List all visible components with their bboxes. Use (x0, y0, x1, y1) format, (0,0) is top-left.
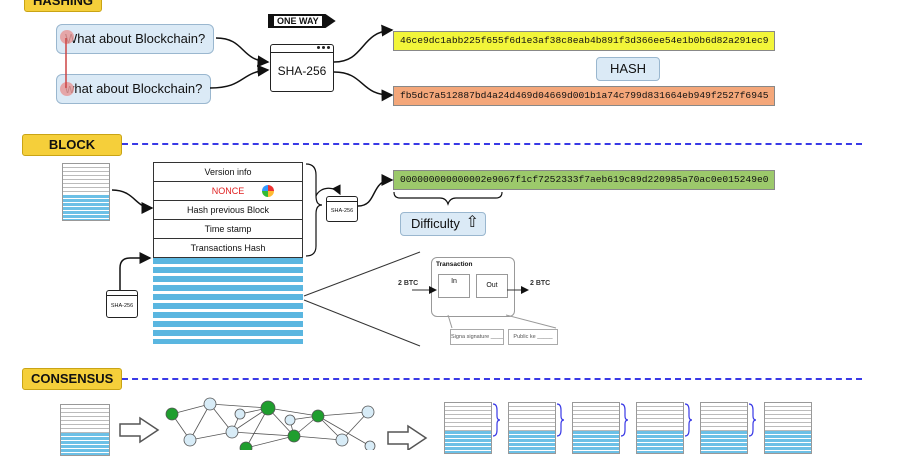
chain-block-6 (764, 402, 812, 454)
hashing-section-tag: HASHING (24, 0, 102, 12)
tx-public-key-box: Public ke _____ (508, 329, 558, 345)
zoom-line-top (303, 251, 421, 297)
chain-link-4 (684, 403, 693, 437)
arrow-sha-to-result (357, 174, 394, 207)
network-node (260, 400, 276, 416)
block-section-tag: BLOCK (22, 134, 122, 156)
sha256-label-block: SHA-256 (330, 208, 354, 214)
chain-link-2 (556, 403, 565, 437)
consensus-section-tag: CONSENSUS (22, 368, 123, 390)
arrow-thumb-to-block (111, 189, 154, 214)
network-node (203, 397, 217, 411)
chain-link-5 (748, 403, 757, 437)
arrow-block-to-sha (315, 184, 341, 197)
hash-label: HASH (596, 57, 660, 81)
chain-block-1 (444, 402, 492, 454)
highlight-marker-lower (60, 82, 74, 96)
hash-output-upper: 46ce9dc1abb225f655f6d1e3af38c8eab4b891f3… (393, 31, 776, 51)
sha256-box-tx: SHA-256 (106, 290, 138, 318)
nonce-cycle-icon (262, 185, 274, 197)
difficulty-label: Difficulty (411, 216, 460, 231)
arrow-to-chain (387, 424, 428, 450)
block-thumbnail (62, 163, 110, 221)
network-nodes (165, 397, 376, 450)
arrow-tx-sha-to-block (119, 252, 152, 290)
consensus-divider (122, 378, 862, 380)
tx-amount-left: 2 BTC (398, 280, 419, 287)
chain-block-5 (700, 402, 748, 454)
network-node (311, 409, 325, 423)
sha256-box-block: SHA-256 (326, 196, 358, 222)
tx-amount-right: 2 BTC (530, 280, 551, 287)
chain-block-3 (572, 402, 620, 454)
transaction-card: Transaction In Out (431, 257, 515, 317)
network-node (225, 425, 239, 439)
chain-link-1 (492, 403, 501, 437)
nonce-label: NONCE (211, 186, 245, 196)
input-text-upper: What about Blockchain? (56, 24, 215, 54)
network-node (364, 440, 376, 450)
zoom-line-bottom (303, 299, 421, 347)
transactions-stack (153, 258, 303, 344)
network-node (284, 414, 296, 426)
difficulty-brace (393, 191, 503, 206)
tx-in-label: In (451, 278, 457, 285)
block-divider (122, 143, 862, 145)
network-node (239, 441, 253, 450)
block-brace (305, 163, 323, 257)
arrow-upper-to-sha (215, 37, 270, 68)
input-text-lower: what about Blockchain? (56, 74, 212, 104)
difficulty-box: Difficulty ⇧ (400, 212, 486, 236)
chain-block-2 (508, 402, 556, 454)
block-row-tx-hash: Transactions Hash (153, 238, 303, 258)
tx-link-sig (447, 314, 453, 329)
hash-output-lower: fb5dc7a512887bd4a24d469d04669d001b1a74c7… (393, 86, 776, 106)
network-node (165, 407, 179, 421)
one-way-label: ONE WAY (274, 16, 322, 26)
arrow-sha-to-upper-hash (333, 24, 394, 63)
highlight-marker-upper (60, 30, 74, 44)
sha256-label-hashing: SHA-256 (277, 64, 327, 78)
sha256-label-tx: SHA-256 (110, 303, 134, 309)
tx-signature-box: Signa signature ____ (450, 329, 504, 345)
network-node (361, 405, 375, 419)
up-arrow-icon: ⇧ (465, 214, 479, 231)
network-node (234, 408, 246, 420)
network-node (335, 433, 349, 447)
chain-link-3 (620, 403, 629, 437)
arrow-to-network (119, 416, 160, 444)
block-hash-result: 000000000000002e9067f1cf7252333f7aeb619c… (393, 170, 776, 190)
sha256-box-hashing: SHA-256 (270, 44, 334, 92)
network-node (287, 429, 301, 443)
tx-link-key (505, 314, 557, 329)
arrow-sha-to-lower-hash (333, 71, 394, 102)
chain-block-4 (636, 402, 684, 454)
tx-out-box: Out (476, 274, 508, 298)
one-way-sign: ONE WAY (268, 14, 336, 28)
arrow-lower-to-sha (209, 64, 270, 89)
tx-out-label: Out (486, 282, 498, 289)
tx-in-box: In (438, 274, 470, 298)
transaction-title: Transaction (436, 261, 473, 268)
network-node (183, 433, 197, 447)
